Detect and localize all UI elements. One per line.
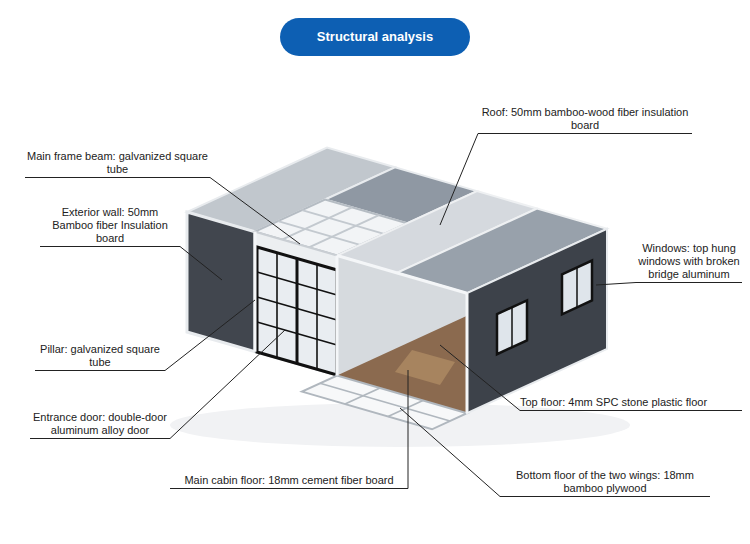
callout-label: Exterior wall: 50mm Bamboo fiber Insulat… <box>40 206 180 247</box>
leader-line <box>408 370 409 489</box>
right-wall <box>467 229 607 413</box>
callout-label: Entrance door: double-door aluminum allo… <box>30 411 170 439</box>
leader-line <box>400 408 500 497</box>
leader-line <box>170 330 285 439</box>
front-wall <box>255 232 337 376</box>
callout-label: Top floor: 4mm SPC stone plastic floor <box>520 396 742 411</box>
title-pill: Structural analysis <box>280 18 470 56</box>
callout-label: Bottom floor of the two wings: 18mm bamb… <box>500 469 710 497</box>
pillars <box>255 232 467 414</box>
entrance-door <box>257 247 337 375</box>
leader-line <box>596 283 636 286</box>
callout-label: Main frame beam: galvanized square tube <box>25 150 210 178</box>
callout-label: Roof: 50mm bamboo-wood fiber insulation … <box>478 106 692 134</box>
leader-line <box>440 345 520 411</box>
window <box>497 300 527 354</box>
window-bar <box>511 307 513 347</box>
leader-line <box>165 300 255 371</box>
callout-label: Pillar: galvanized square tube <box>35 343 165 371</box>
floor-mat <box>395 350 455 385</box>
wing-frame-bars <box>320 383 450 421</box>
leader-line <box>210 178 300 245</box>
left-wing-wall <box>187 212 255 352</box>
callout-label: Windows: top hung windows with broken br… <box>636 242 742 283</box>
callout-label: Main cabin floor: 18mm cement fiber boar… <box>170 474 408 489</box>
leader-line <box>440 134 478 226</box>
leader-line <box>180 247 222 281</box>
door-bars <box>257 253 337 370</box>
window <box>562 261 592 315</box>
wing-floor-frame <box>302 376 467 430</box>
window-bar <box>576 267 578 307</box>
